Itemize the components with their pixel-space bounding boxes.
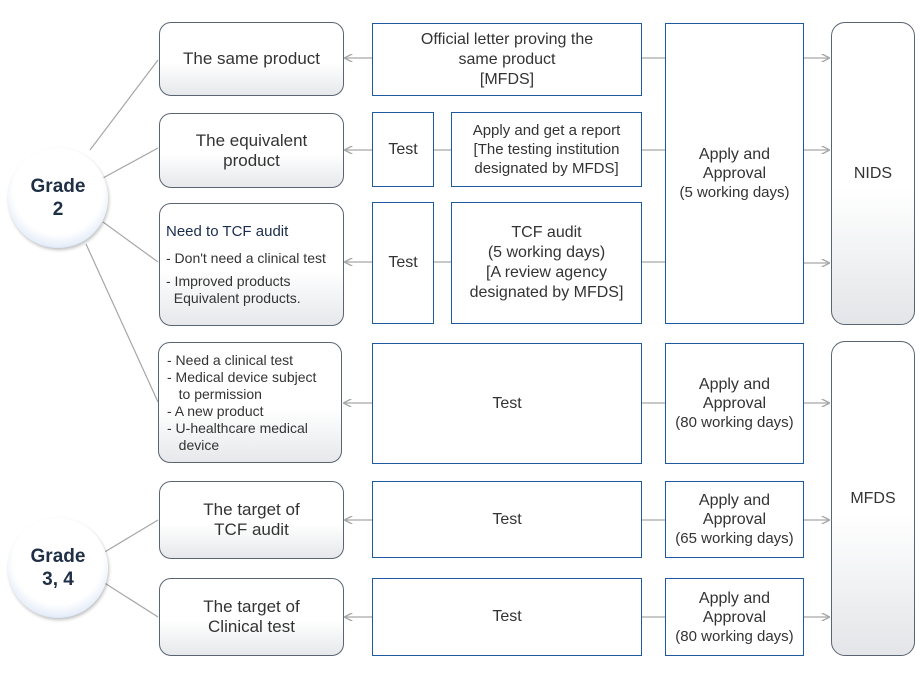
step-test-clinical: Test <box>372 343 642 464</box>
grade34-link-tcf <box>102 519 159 554</box>
grade2-link-clinical <box>85 243 159 403</box>
approval-65-days: Apply and Approval (65 working days) <box>665 481 804 558</box>
grade2-link-tcf <box>102 221 159 263</box>
tcf-group-title: Need to TCF audit <box>166 223 289 240</box>
agency-nids-label: NIDS <box>853 164 893 182</box>
approval-nids: Apply and Approval (5 working days) <box>665 23 804 324</box>
target-clinical-line1: The target of <box>203 597 300 616</box>
category-same-product: The same product <box>159 22 344 96</box>
approval-65-line3: (65 working days) <box>675 530 794 547</box>
grade-3-4-line2: 3, 4 <box>42 569 74 590</box>
category-equivalent-line2: product <box>223 150 280 170</box>
official-letter-line1: Official letter proving the <box>420 30 594 48</box>
test-label: Test <box>492 608 522 625</box>
approval-80b-line3: (80 working days) <box>675 627 794 645</box>
clinical-group-item: device <box>167 436 220 453</box>
category-equivalent-line1: The equivalent <box>195 130 308 150</box>
clinical-group-item: - Medical device subject <box>167 368 317 385</box>
target-tcf-line1: The target of <box>203 500 300 519</box>
category-same-product-label: The same product <box>182 49 320 68</box>
grade-2-line1: Grade <box>30 176 86 197</box>
official-letter-line2: same product <box>458 50 556 68</box>
step-official-letter: Official letter proving the same product… <box>372 23 642 96</box>
category-clinical-group: - Need a clinical test - Medical device … <box>158 342 342 463</box>
test-label: Test <box>492 510 522 528</box>
grade2-link-same <box>89 59 159 151</box>
target-clinical-line2: Clinical test <box>208 617 295 636</box>
agency-nids: NIDS <box>831 22 915 325</box>
clinical-group-list: - Need a clinical test - Medical device … <box>165 352 316 454</box>
clinical-group-item: - U-healthcare medical <box>167 419 308 436</box>
nids-approval-line1: Apply and <box>698 146 771 163</box>
grade-2-line2: 2 <box>52 199 64 220</box>
tcf-group-item: Equivalent products. <box>166 290 301 306</box>
approval-80-days-clinical: Apply and Approval (80 working days) <box>665 343 804 464</box>
test-label: Test <box>388 254 418 271</box>
test-label: Test <box>492 394 522 412</box>
clinical-group-item: to permission <box>167 385 262 402</box>
test-label: Test <box>388 140 418 158</box>
agency-mfds: MFDS <box>831 341 915 656</box>
step-test-target-clinical: Test <box>372 578 642 656</box>
tcf-audit-line2: (5 working days) <box>487 244 606 261</box>
tcf-group-list: - Don't need a clinical test - Improved … <box>166 250 326 307</box>
target-tcf-line2: TCF audit <box>214 520 289 539</box>
clinical-group-item: - Need a clinical test <box>167 351 294 368</box>
approval-80a-line3: (80 working days) <box>675 414 794 431</box>
report-line1: Apply and get a report <box>472 122 621 139</box>
category-target-clinical: The target of Clinical test <box>159 578 344 656</box>
grade2-link-equivalent <box>102 147 159 179</box>
step-test-target-tcf: Test <box>372 481 642 558</box>
tcf-audit-line3: [A review agency <box>486 264 607 281</box>
tcf-group-item: - Don't need a clinical test <box>166 250 326 266</box>
step-get-report: Apply and get a report [The testing inst… <box>451 112 642 187</box>
tcf-audit-line4: designated by MFDS] <box>469 284 624 301</box>
grade34-link-clinical <box>102 581 159 618</box>
nids-approval-line2: Approval <box>702 165 767 182</box>
nids-approval-line3: (5 working days) <box>679 184 790 201</box>
step-test-tcf: Test <box>372 202 434 324</box>
category-tcf-audit-group: Need to TCF audit - Don't need a clinica… <box>159 203 344 326</box>
approval-80b-line1: Apply and <box>698 589 771 607</box>
report-line3: designated by MFDS] <box>474 160 619 177</box>
report-line2: [The testing institution <box>473 141 620 158</box>
category-equivalent-product: The equivalent product <box>159 113 344 188</box>
grade-3-4-line1: Grade <box>30 546 86 567</box>
approval-80a-line2: Approval <box>702 395 767 412</box>
official-letter-line3: [MFDS] <box>479 70 535 88</box>
tcf-audit-line1: TCF audit <box>511 224 582 241</box>
step-tcf-audit: TCF audit (5 working days) [A review age… <box>451 202 642 324</box>
approval-65-line2: Approval <box>702 511 767 528</box>
clinical-group-item: - A new product <box>167 402 264 419</box>
approval-80-days-target: Apply and Approval (80 working days) <box>665 578 804 656</box>
agency-mfds-label: MFDS <box>850 489 896 507</box>
approval-80b-line2: Approval <box>702 608 767 626</box>
step-test-equivalent: Test <box>372 112 434 187</box>
category-target-tcf: The target of TCF audit <box>159 481 344 559</box>
approval-65-line1: Apply and <box>698 492 771 509</box>
tcf-group-item: - Improved products <box>166 273 291 289</box>
approval-80a-line1: Apply and <box>698 376 771 393</box>
